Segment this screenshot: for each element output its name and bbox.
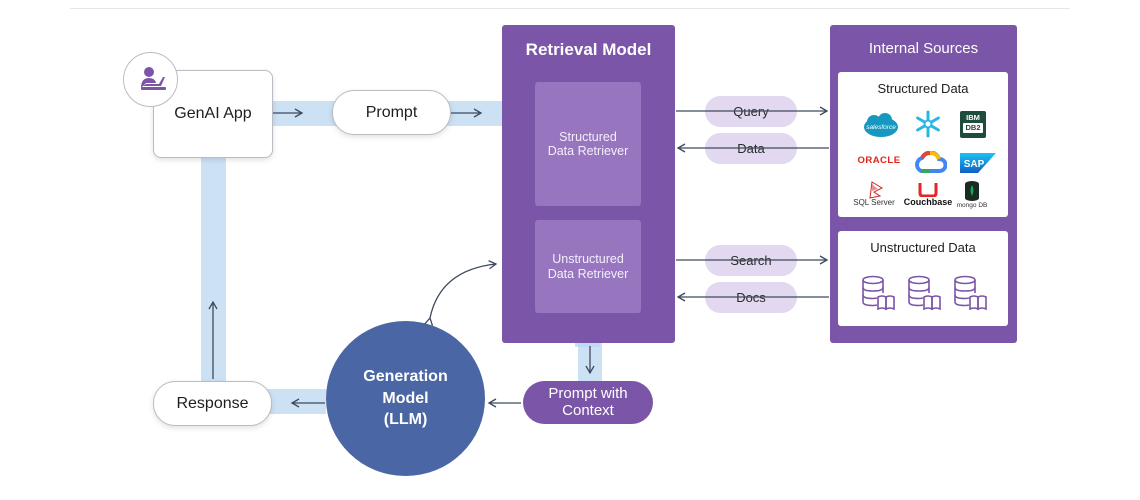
sap-text: SAP: [964, 159, 985, 170]
couchbase-logo-icon: [917, 183, 939, 198]
salesforce-logo-icon: salesforce: [863, 113, 899, 139]
sql-server-text: SQL Server: [853, 198, 895, 207]
generation-model-line3: (LLM): [383, 411, 428, 429]
couchbase-text: Couchbase: [903, 197, 953, 207]
ibm-db2-logo-icon: IBM DB2: [960, 111, 986, 138]
prompt-with-context-pill[interactable]: Prompt with Context: [523, 381, 653, 424]
oracle-logo-icon: ORACLE: [857, 155, 901, 166]
structured-data-retriever[interactable]: Structured Data Retriever: [535, 82, 641, 206]
mongodb-logo-icon: [962, 180, 982, 202]
prompt-pill[interactable]: Prompt: [332, 90, 451, 135]
response-label: Response: [176, 394, 249, 412]
sql-server-logo-icon: [852, 180, 896, 210]
user-laptop-icon: [123, 52, 178, 107]
genai-app-label: GenAI App: [174, 105, 252, 122]
database-book-icon-3: [952, 275, 988, 311]
structured-data-box: [838, 72, 1008, 217]
structured-data-title: Structured Data: [877, 81, 969, 96]
ibm-text: IBM: [966, 113, 980, 122]
mongodb-text: mongo DB: [956, 202, 988, 209]
response-pill[interactable]: Response: [153, 381, 272, 426]
database-book-icon-2: [906, 275, 942, 311]
arrow-llm-retrieval-curve: [424, 260, 498, 326]
prompt-with-context-line2: Context: [562, 401, 614, 419]
db2-text: DB2: [963, 123, 983, 133]
generation-model-circle[interactable]: Generation Model (LLM): [326, 321, 485, 476]
retrieval-model-title: Retrieval Model: [525, 40, 652, 59]
unstructured-data-retriever[interactable]: Unstructured Data Retriever: [535, 220, 641, 313]
prompt-with-context-line1: Prompt with: [548, 385, 628, 402]
prompt-label: Prompt: [365, 103, 418, 121]
google-cloud-logo-icon: [913, 150, 948, 175]
salesforce-logo-text: salesforce: [866, 124, 896, 131]
database-book-icon-1: [860, 275, 896, 311]
snowflake-logo-icon: [914, 110, 942, 138]
sap-logo-icon: SAP: [960, 153, 996, 173]
unstructured-data-title: Unstructured Data: [870, 240, 976, 255]
internal-sources-title: Internal Sources: [868, 40, 979, 57]
generation-model-line2: Model: [382, 389, 429, 407]
generation-model-line1: Generation: [363, 368, 448, 386]
top-divider: [70, 8, 1070, 9]
unstructured-data-box: [838, 231, 1008, 326]
